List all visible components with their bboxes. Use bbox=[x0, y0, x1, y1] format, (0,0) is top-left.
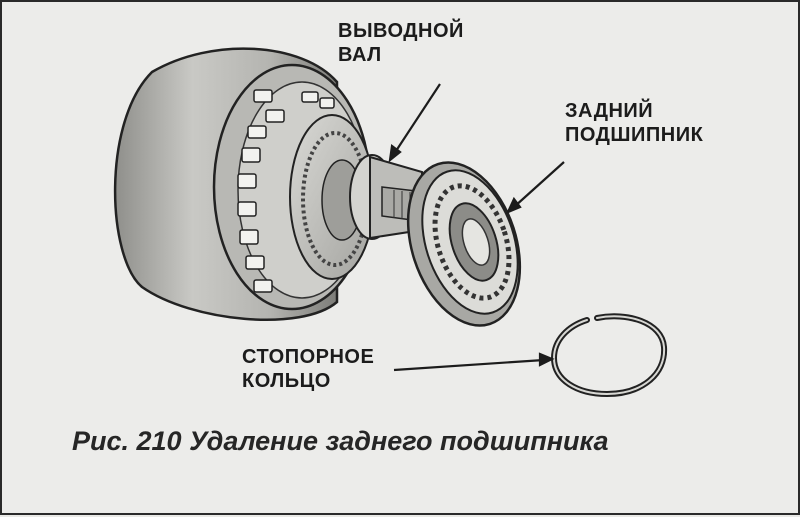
output-shaft-label-line1: ВЫВОДНОЙ bbox=[338, 20, 464, 42]
output-shaft-label-line2: ВАЛ bbox=[338, 44, 382, 66]
figure-caption: Рис. 210 Удаление заднего подшипника bbox=[72, 426, 609, 456]
rear-bearing-leader bbox=[513, 161, 565, 208]
snap-ring-leader bbox=[393, 358, 545, 372]
snap-ring-arrowhead bbox=[538, 352, 555, 367]
snap-ring bbox=[550, 313, 668, 398]
snap-ring-label-line2: КОЛЬЦО bbox=[242, 370, 331, 392]
rear-bearing-label: ЗАДНИЙ ПОДШИПНИК bbox=[565, 99, 703, 147]
rear-bearing-arrowhead bbox=[505, 196, 522, 215]
rear-bearing-label-line1: ЗАДНИЙ bbox=[565, 100, 654, 122]
drum-housing bbox=[113, 47, 375, 322]
snap-ring-label: СТОПОРНОЕ КОЛЬЦО bbox=[242, 345, 374, 393]
drum-slots bbox=[237, 89, 335, 293]
snap-ring-label-line1: СТОПОРНОЕ bbox=[242, 346, 375, 368]
leader-arrows bbox=[388, 83, 565, 372]
rear-bearing bbox=[406, 161, 522, 327]
output-shaft-label: ВЫВОДНОЙ ВАЛ bbox=[338, 19, 464, 67]
output-shaft-arrowhead bbox=[388, 144, 402, 163]
output-shaft-leader bbox=[393, 83, 441, 155]
rear-bearing-label-line2: ПОДШИПНИК bbox=[565, 124, 704, 146]
